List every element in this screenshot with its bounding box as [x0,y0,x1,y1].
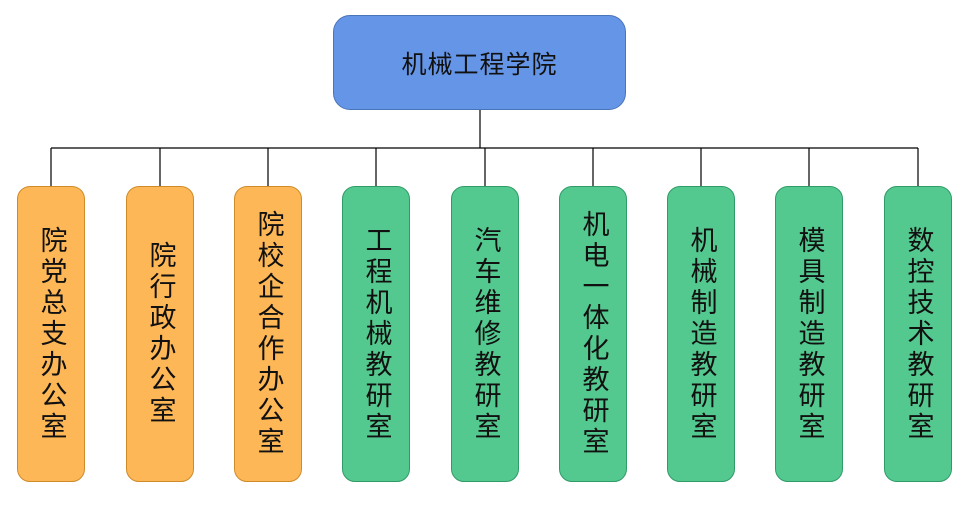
node-construction-machinery-dept: 工程机械教研室 [342,186,410,482]
node-mold-manufacturing-dept: 模具制造教研室 [775,186,843,482]
node-mechatronics-dept: 机电一体化教研室 [559,186,627,482]
node-label: 院校企合作办公室 [252,210,284,458]
node-label: 院党总支办公室 [35,225,67,443]
node-label: 数控技术教研室 [902,225,934,443]
node-label: 模具制造教研室 [793,225,825,443]
node-auto-repair-dept: 汽车维修教研室 [451,186,519,482]
node-party-branch-office: 院党总支办公室 [17,186,85,482]
node-administrative-office: 院行政办公室 [126,186,194,482]
node-machinery-manufacturing-dept: 机械制造教研室 [667,186,735,482]
node-label: 机械制造教研室 [685,225,717,443]
node-label: 工程机械教研室 [360,225,392,443]
node-label: 汽车维修教研室 [469,225,501,443]
root-node: 机械工程学院 [333,15,626,110]
node-enterprise-cooperation-office: 院校企合作办公室 [234,186,302,482]
root-label: 机械工程学院 [401,49,558,79]
node-cnc-technology-dept: 数控技术教研室 [884,186,952,482]
node-label: 机电一体化教研室 [577,210,609,458]
node-label: 院行政办公室 [144,241,176,427]
